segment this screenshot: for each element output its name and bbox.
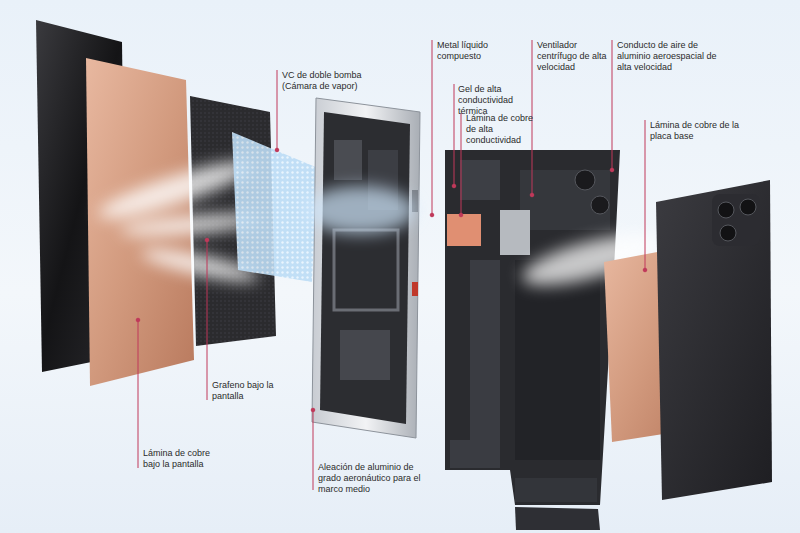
part-label: Ventilador centrífugo de alta velocidad (537, 40, 609, 73)
part-label: Grafeno bajo la pantalla (212, 380, 287, 402)
part-label: Lámina de cobre de alta conductividad (466, 113, 540, 146)
vapor-chamber (232, 132, 318, 282)
leader-lines (136, 40, 647, 490)
part-label: VC de doble bomba (Cámara de vapor) (282, 70, 374, 92)
airflow (305, 186, 415, 234)
part-label: Aleación de aluminio de grado aeronáutic… (318, 462, 436, 495)
part-label: Conducto de aire de aluminio aeroespacia… (617, 40, 729, 73)
back-panel (656, 180, 772, 500)
part-label: Metal líquido compuesto (437, 40, 509, 62)
middle-frame (312, 98, 420, 438)
part-label: Lámina de cobre bajo la pantalla (143, 448, 218, 470)
part-label: Lámina de cobre de la placa base (650, 120, 762, 142)
motherboard (445, 150, 620, 505)
part-label: Gel de alta conductividad térmica (458, 84, 528, 117)
battery-piece (515, 507, 600, 530)
